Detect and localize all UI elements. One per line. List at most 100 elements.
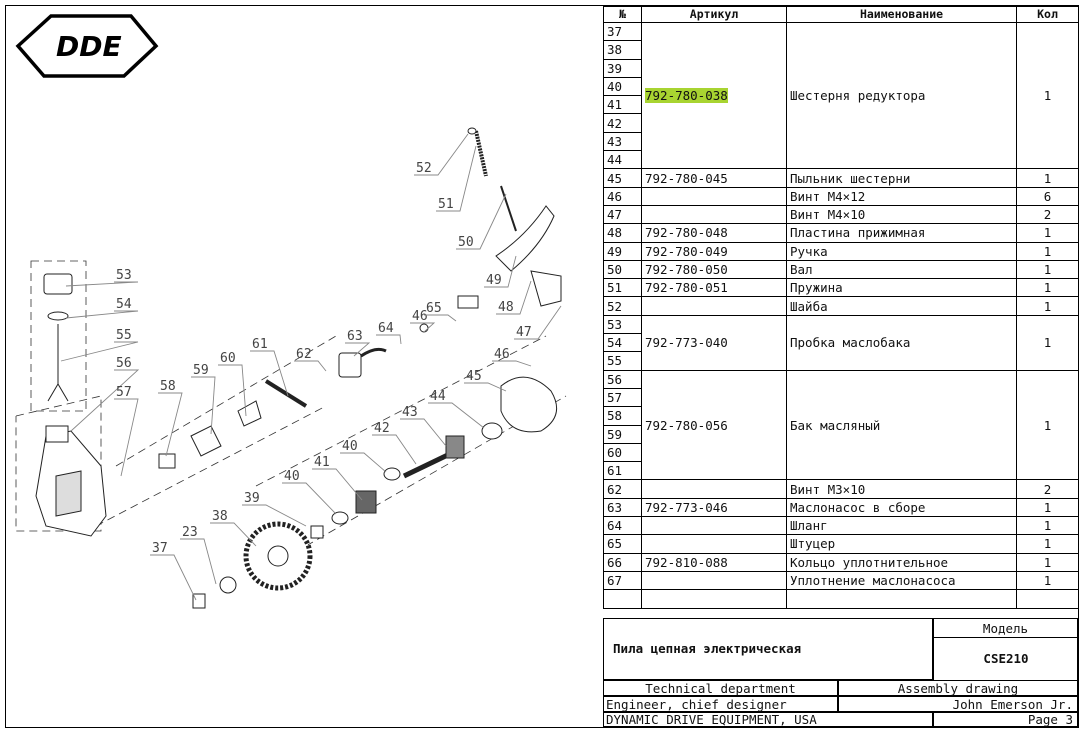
cell-article [641,589,787,609]
cell-qty: 1 [1016,534,1079,554]
callout-leader [70,369,140,432]
callout-leader [250,350,289,397]
callout-leader [428,402,485,429]
cell-num [603,589,642,609]
callout-label: 48 [498,300,514,315]
cell-article: 792-780-045 [641,168,787,188]
cell-name: Вал [786,259,1017,280]
callout-leader [65,310,139,319]
cell-qty: 1 [1016,241,1079,261]
cell-num: 41 [603,95,642,115]
cell-num: 62 [603,479,642,499]
logo-text: DDE [56,30,122,63]
cell-name: Шестерня редуктора [786,21,1017,170]
page-number: Page 3 [933,712,1078,727]
cell-name [786,589,1017,609]
cell-num: 63 [603,497,642,518]
table-row: 38 [603,40,1079,60]
cell-name: Шайба [786,296,1017,316]
callout-label: 55 [116,328,132,343]
callout-leader [191,376,216,435]
cell-article [641,479,787,499]
callout-leader [65,281,139,287]
cell-article: 792-780-048 [641,223,787,243]
cell-qty: 1 [1016,296,1079,316]
cell-name: Пластина прижимная [786,223,1017,243]
callout-label: 61 [252,337,268,352]
cell-num: 66 [603,552,642,572]
callout-leader [345,342,371,357]
callout-label: 65 [426,301,442,316]
oil-pump-parts [158,295,479,469]
callout-label: 37 [152,541,168,556]
cell-qty: 1 [1016,278,1079,298]
cell-num: 58 [603,406,642,426]
table-row: 41 [603,95,1079,115]
drawing-type: Assembly drawing [838,680,1078,696]
cell-num: 37 [603,21,642,42]
callout-label: 63 [347,329,363,344]
cell-article: 792-773-040 [641,314,787,371]
callout-leader [410,322,436,333]
cell-qty: 1 [1016,314,1079,371]
cell-name: Пружина [786,278,1017,298]
gear-parts [192,376,558,609]
callout-leader [218,364,247,417]
callout-label: 47 [516,325,532,340]
cell-num: 52 [603,296,642,316]
cell-qty [1016,589,1079,609]
callout-leader [158,392,183,457]
callout-label: 23 [182,525,198,540]
callout-label: 42 [374,421,390,436]
model-label: Модель [933,618,1078,638]
callout-leader [180,538,217,585]
callout-leader [492,360,532,367]
callout-label: 46 [494,347,510,362]
article-text: 792-773-046 [645,499,728,515]
cell-num: 48 [603,223,642,243]
cell-qty: 1 [1016,168,1079,188]
cell-qty: 6 [1016,186,1079,206]
role: Engineer, chief designer [603,696,838,712]
callout-leader [376,334,402,345]
cell-article [641,516,787,536]
callout-leader [456,193,507,250]
cell-article: 792-773-046 [641,497,787,518]
cell-name: Штуцер [786,534,1017,554]
cell-num: 38 [603,40,642,60]
cell-num: 53 [603,314,642,335]
cell-num: 67 [603,570,642,591]
callout-label: 46 [412,309,428,324]
exploded-drawing: DDE [15,14,567,609]
callout-leader [496,280,532,315]
article-text: 792-773-040 [645,335,728,351]
cell-num: 51 [603,278,642,298]
cell-article [641,186,787,206]
callout-leader [464,382,507,392]
cell-qty: 1 [1016,497,1079,518]
table-row: 40 [603,76,1079,97]
callout-leader [60,341,139,362]
callout-leader [150,554,197,601]
dde-logo: DDE [15,14,159,78]
cell-article [641,534,787,554]
cell-article: 792-810-088 [641,552,787,572]
cell-num: 54 [603,333,642,353]
cell-qty: 2 [1016,479,1079,499]
callout-label: 54 [116,297,132,312]
article-text: 792-780-048 [645,225,728,241]
callout-label: 41 [314,455,330,470]
callout-label: 40 [284,469,300,484]
cell-num: 61 [603,461,642,481]
cell-article [641,570,787,591]
table-header-row: № Артикул Наименование Кол [603,6,1079,23]
callout-label: 44 [430,389,446,404]
